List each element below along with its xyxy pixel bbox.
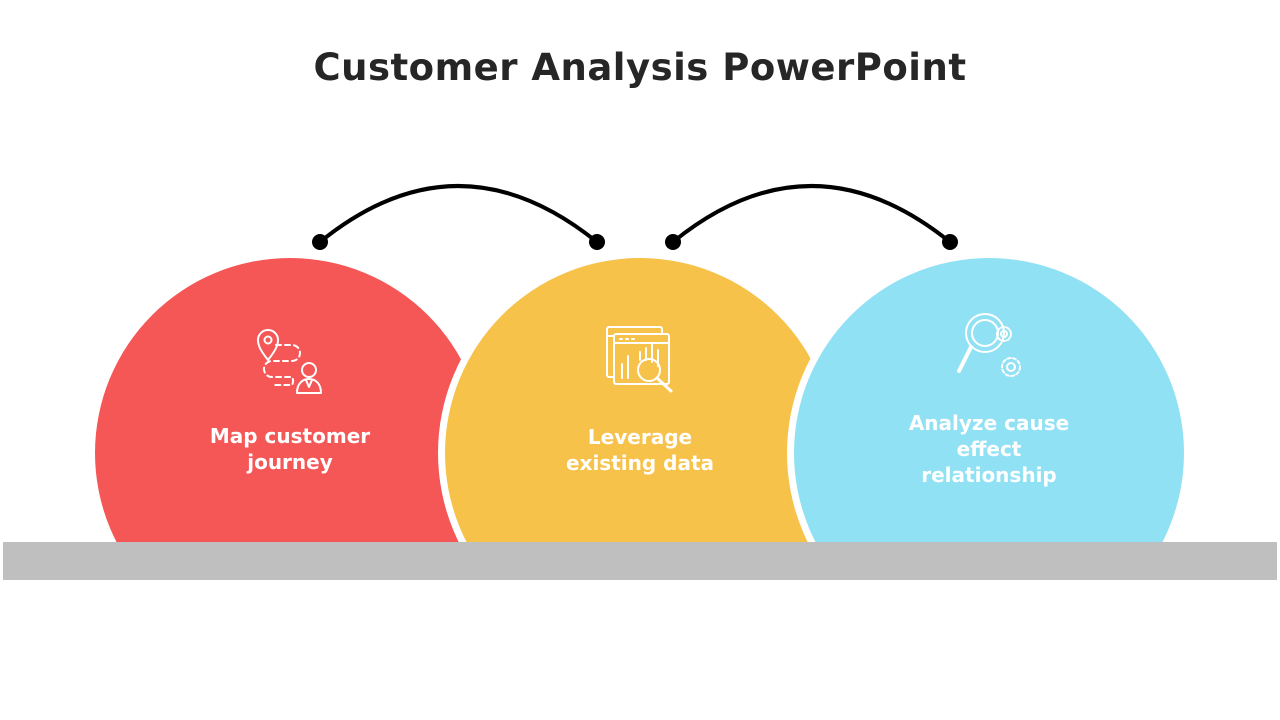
gear-magnifier-icon	[957, 313, 1021, 377]
data-analysis-icon	[606, 326, 673, 393]
step-circle-2	[445, 258, 835, 542]
step-circle-1	[95, 258, 485, 542]
step-label-1: Map customer journey	[209, 424, 371, 474]
connector-arc-1	[312, 184, 605, 250]
step-label-2: Leverage existing data	[565, 425, 715, 475]
step-circle-3	[794, 258, 1184, 542]
step-label-3: Analyze cause effect relationship	[908, 411, 1070, 487]
base-bar	[3, 542, 1277, 580]
connector-arc-2	[665, 184, 958, 250]
page-title: Customer Analysis PowerPoint	[313, 46, 967, 89]
journey-map-icon	[257, 329, 322, 394]
